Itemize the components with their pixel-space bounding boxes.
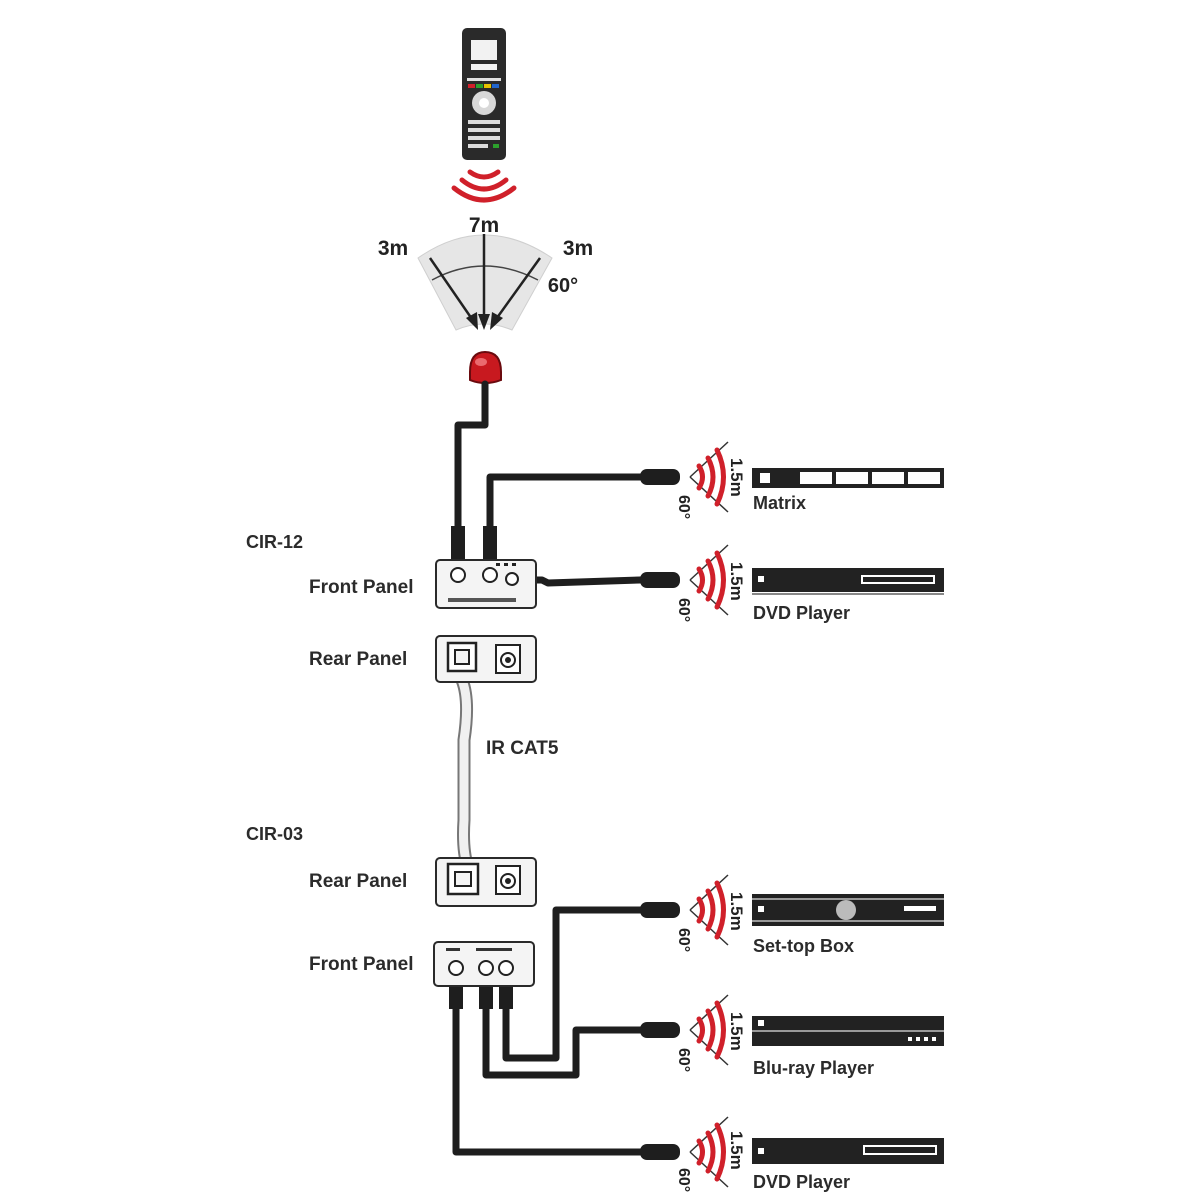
ir-receiver-icon <box>469 350 502 384</box>
cir03-front-label: Front Panel <box>309 954 414 975</box>
range-right-label: 3m <box>563 237 593 260</box>
receiver-cable <box>454 380 489 564</box>
blu-ray-player-device-icon <box>752 1016 944 1046</box>
cir12-rear-panel <box>435 635 537 683</box>
reception-angle-fan <box>417 234 553 331</box>
cir03-front-panel <box>433 941 535 987</box>
cir12-front-panel <box>435 559 537 609</box>
settop-emitter-cable <box>502 906 644 1062</box>
device-label-blu-ray-player: Blu-ray Player <box>753 1058 874 1078</box>
matrix-emitter-cable <box>486 473 644 564</box>
ir-emitter-icon <box>640 1116 729 1188</box>
plug-icon <box>483 526 497 560</box>
emitter-range-label: 1.5m <box>727 892 746 931</box>
ir-emitter-icon <box>640 544 729 616</box>
emitter-range-label: 1.5m <box>727 562 746 601</box>
dvd-player-device-icon <box>752 568 944 595</box>
device-label-dvd-player-2: DVD Player <box>753 1172 850 1192</box>
emitter-range-label: 1.5m <box>727 1012 746 1051</box>
device-label-dvd-player: DVD Player <box>753 603 850 623</box>
cat5-cable <box>455 673 475 875</box>
cir12-front-label: Front Panel <box>309 577 414 598</box>
emitter-angle-label: 60° <box>675 928 692 952</box>
ir-emitter-icon <box>640 874 729 946</box>
cir03-model-label: CIR-03 <box>246 824 303 844</box>
set-top-box-device-icon <box>752 894 944 926</box>
ir-emitter-icon <box>640 441 729 513</box>
dvd-player-device-icon <box>752 1138 944 1164</box>
cir12-model-label: CIR-12 <box>246 532 303 552</box>
bluray-emitter-cable <box>482 981 644 1079</box>
range-center-label: 7m <box>469 214 499 237</box>
plug-icon <box>451 526 465 560</box>
emitter-range-label: 1.5m <box>727 1131 746 1170</box>
dvd2-emitter-cable <box>452 981 644 1156</box>
device-label-matrix: Matrix <box>753 493 806 513</box>
emitter-range-label: 1.5m <box>727 458 746 497</box>
range-left-label: 3m <box>378 237 408 260</box>
emitter-angle-label: 60° <box>675 1168 692 1192</box>
cir03-rear-panel <box>435 857 537 907</box>
emitter-angle-label: 60° <box>675 598 692 622</box>
device-label-set-top-box: Set-top Box <box>753 936 854 956</box>
remote-control-icon <box>462 28 506 160</box>
cir03-rear-label: Rear Panel <box>309 871 407 892</box>
cat5-cable-label: IR CAT5 <box>486 738 559 759</box>
ir-signal-icon <box>451 169 517 203</box>
reception-angle-label: 60° <box>548 275 578 297</box>
emitter-angle-label: 60° <box>675 495 692 519</box>
cir12-rear-label: Rear Panel <box>309 649 407 670</box>
emitter-angle-label: 60° <box>675 1048 692 1072</box>
ir-emitter-icon <box>640 994 729 1066</box>
matrix-device-icon <box>752 468 944 488</box>
